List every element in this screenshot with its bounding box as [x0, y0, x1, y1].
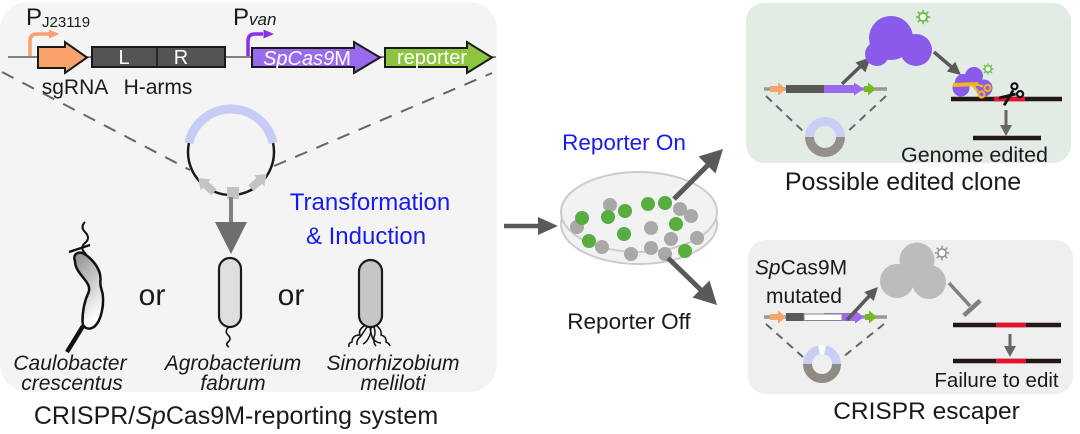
svg-text:SpCas9M: SpCas9M	[263, 48, 351, 70]
svg-text:crescentus: crescentus	[21, 372, 123, 395]
svg-text:CRISPR/SpCas9M-reporting syste: CRISPR/SpCas9M-reporting system	[34, 402, 438, 430]
svg-text:mutated: mutated	[766, 285, 842, 308]
svg-text:Reporter On: Reporter On	[562, 130, 686, 155]
svg-text:Agrobacterium: Agrobacterium	[163, 352, 302, 375]
svg-text:or: or	[278, 279, 305, 312]
svg-text:& Induction: & Induction	[306, 223, 426, 250]
svg-text:Transformation: Transformation	[290, 189, 451, 216]
svg-text:Possible edited clone: Possible edited clone	[785, 168, 1021, 196]
svg-text:Failure to edit: Failure to edit	[934, 369, 1059, 392]
svg-text:fabrum: fabrum	[200, 372, 265, 395]
svg-text:CRISPR escaper: CRISPR escaper	[833, 398, 1020, 425]
svg-text:L: L	[118, 47, 129, 69]
svg-text:Genome edited: Genome edited	[901, 143, 1048, 167]
svg-text:sgRNA: sgRNA	[42, 76, 109, 99]
svg-text:Reporter Off: Reporter Off	[567, 309, 691, 334]
svg-text:or: or	[139, 279, 166, 312]
svg-text:meliloti: meliloti	[360, 372, 427, 395]
svg-text:Sinorhizobium: Sinorhizobium	[326, 352, 459, 375]
svg-text:H-arms: H-arms	[124, 76, 193, 99]
svg-text:SpCas9M: SpCas9M	[755, 257, 847, 280]
svg-text:reporter: reporter	[397, 47, 467, 69]
svg-text:Caulobacter: Caulobacter	[13, 352, 127, 375]
svg-text:R: R	[174, 47, 188, 69]
